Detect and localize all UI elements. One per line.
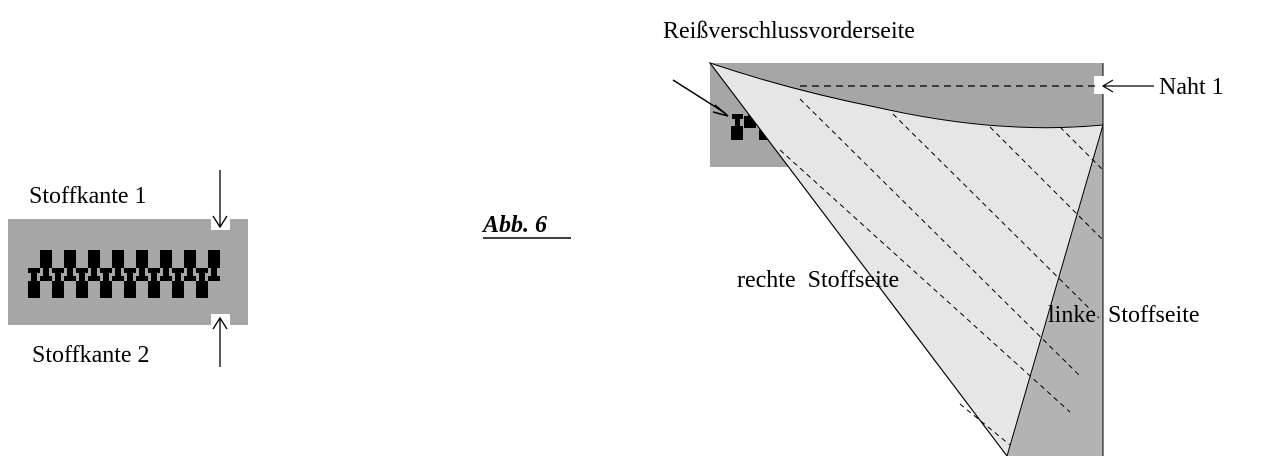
zipper-front-pointer bbox=[672, 79, 726, 114]
zipper-front-label: Reißverschlussvorderseite bbox=[663, 18, 915, 44]
seam-label: Naht 1 bbox=[1159, 74, 1224, 100]
right-fabric-side bbox=[708, 62, 1104, 456]
fabric-detail-right: Reißverschlussvorderseite Naht 1 rechte … bbox=[663, 18, 1224, 456]
seam-notch bbox=[1094, 76, 1104, 94]
figure-label: Abb. 6 bbox=[481, 212, 547, 238]
right-side-label: rechte Stoffseite bbox=[737, 267, 899, 293]
seam-arrowhead bbox=[1101, 79, 1114, 93]
stitch-lines bbox=[779, 98, 1104, 446]
edge-1-arrowhead bbox=[212, 215, 228, 229]
edge-2-label: Stoffkante 2 bbox=[32, 342, 150, 368]
fold-edge-outer bbox=[709, 62, 1008, 456]
edge-2-arrowhead bbox=[212, 316, 228, 330]
left-fabric-side bbox=[1007, 63, 1103, 456]
fabric-top-band bbox=[710, 63, 1103, 128]
edge-1-label: Stoffkante 1 bbox=[29, 183, 147, 209]
left-side-label: linke Stoffseite bbox=[1048, 302, 1200, 328]
zipper-teeth bbox=[28, 250, 220, 298]
zipper-front-arrowhead bbox=[712, 104, 729, 117]
zipper-detail-left: Stoffkante 1 Stoffkante 2 bbox=[8, 170, 248, 368]
